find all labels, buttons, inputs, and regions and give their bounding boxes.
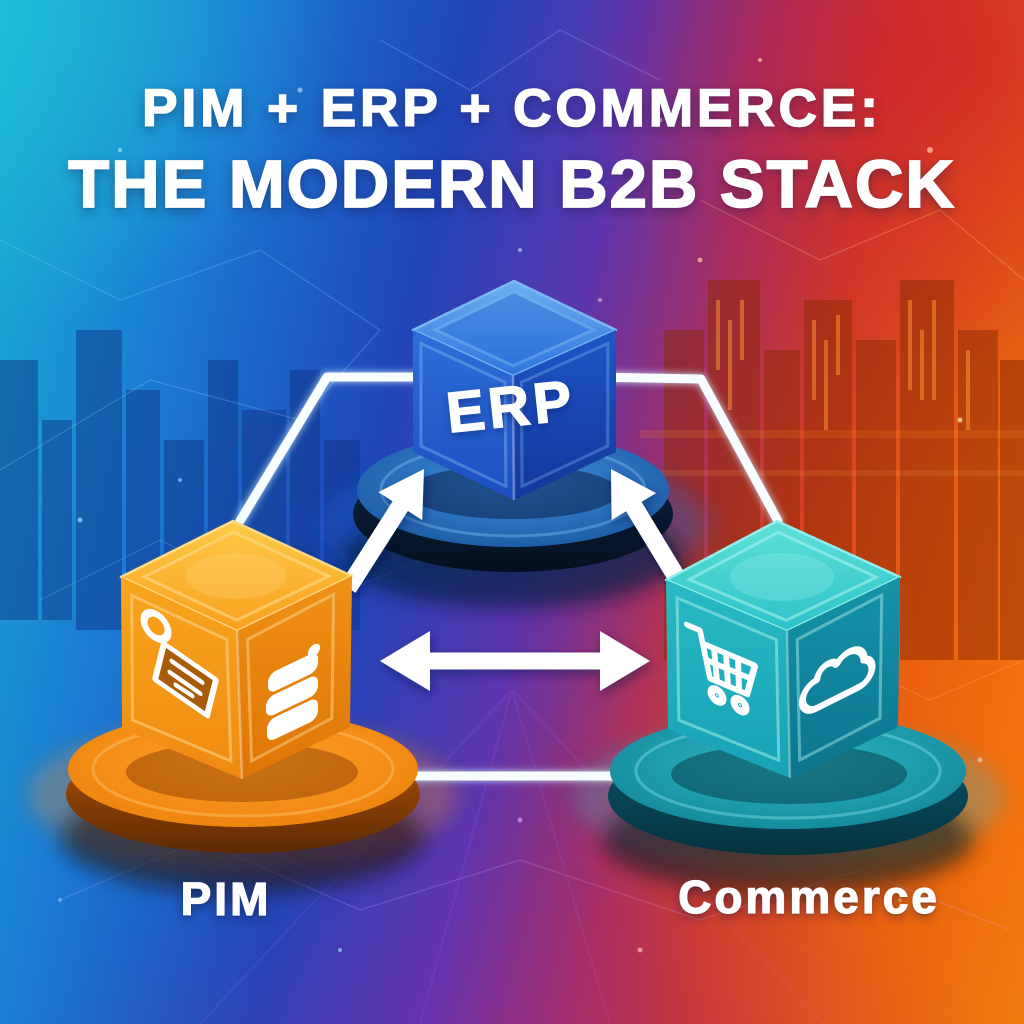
arrow-commerce-to-erp [611, 469, 690, 591]
arrow-pim-commerce [380, 631, 650, 691]
shopping-cart-icon [684, 621, 758, 716]
arrow-pim-to-erp [340, 469, 424, 593]
commerce-cube [664, 519, 902, 779]
title-line-1: PIM + ERP + COMMERCE: [141, 79, 882, 138]
product-tag-icon [140, 608, 219, 719]
database-icon [266, 643, 320, 741]
title-line-2: THE MODERN B2B STACK [67, 147, 956, 222]
cloud-icon [799, 646, 876, 714]
commerce-node-label: Commerce [677, 870, 940, 923]
erp-cube [411, 279, 618, 501]
title: PIM + ERP + COMMERCE: THE MODERN B2B STA… [0, 79, 1024, 222]
pim-cube [119, 519, 354, 780]
pim-node-label: PIM [180, 872, 272, 925]
